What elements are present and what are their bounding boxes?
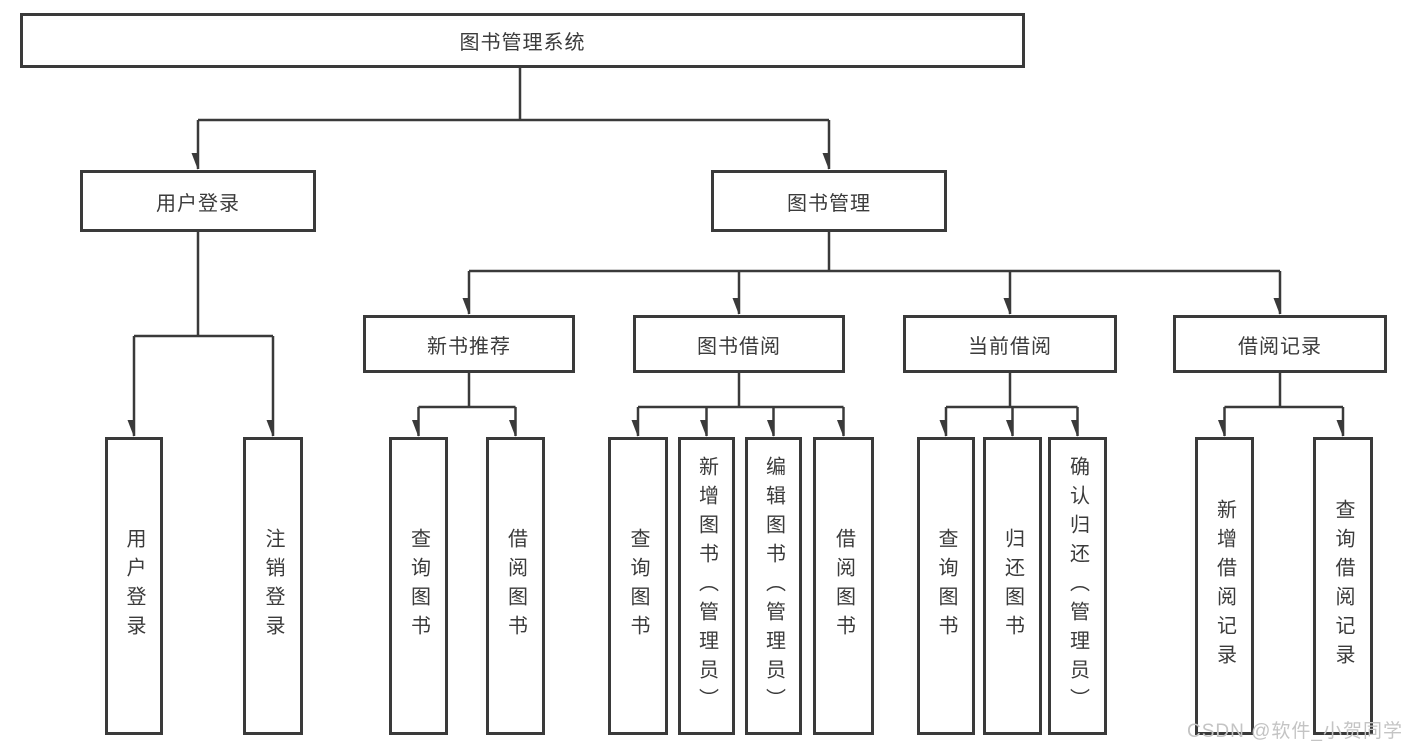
node-book-borrowing-label: 图书借阅 [697, 335, 781, 358]
leaf-cb-query-books: 查询图书 [917, 437, 975, 735]
connector-root-trunk [198, 68, 829, 122]
leaf-br-query-record: 查询借阅记录 [1313, 437, 1373, 735]
leaf-br-add-record-label: 新增借阅记录 [1213, 499, 1236, 673]
node-current-borrowing-label: 当前借阅 [968, 335, 1052, 358]
node-book-management-label: 图书管理 [787, 192, 871, 215]
node-new-book-recommend-label: 新书推荐 [427, 335, 511, 358]
connector-current-borrowing-trunk [946, 373, 1078, 409]
leaf-bb-edit-books-label: 编辑图书（管理员） [762, 455, 785, 717]
leaf-br-query-record-label: 查询借阅记录 [1332, 499, 1354, 673]
leaf-bb-add-books: 新增图书（管理员） [678, 437, 735, 735]
node-user-login-label: 用户登录 [156, 192, 240, 215]
node-system-label: 图书管理系统 [459, 32, 586, 54]
node-system: 图书管理系统 [20, 13, 1025, 68]
leaf-cb-return-books: 归还图书 [983, 437, 1042, 735]
leaf-nb-query-books: 查询图书 [389, 437, 448, 735]
node-new-book-recommend: 新书推荐 [363, 315, 575, 373]
node-book-borrowing: 图书借阅 [633, 315, 845, 373]
leaf-cb-return-books-label: 归还图书 [1001, 528, 1024, 644]
node-current-borrowing: 当前借阅 [903, 315, 1117, 373]
leaf-bb-borrow-books: 借阅图书 [813, 437, 874, 735]
leaf-cb-query-books-label: 查询图书 [935, 528, 957, 644]
leaf-logout: 注销登录 [243, 437, 303, 735]
connector-new-book-trunk [418, 373, 516, 409]
leaf-br-add-record: 新增借阅记录 [1195, 437, 1254, 735]
leaf-user-login-label: 用户登录 [123, 528, 145, 644]
leaf-bb-borrow-books-label: 借阅图书 [832, 528, 855, 644]
csdn-watermark: CSDN @软件_小贺同学 [1187, 721, 1403, 742]
leaf-bb-edit-books: 编辑图书（管理员） [745, 437, 802, 735]
leaf-user-login: 用户登录 [105, 437, 163, 735]
connector-book-management-trunk [469, 232, 1280, 273]
connector-book-borrowing-trunk [638, 373, 844, 409]
leaf-nb-borrow-books-label: 借阅图书 [504, 528, 527, 644]
leaf-logout-label: 注销登录 [262, 528, 284, 644]
node-book-management: 图书管理 [711, 170, 947, 232]
leaf-nb-query-books-label: 查询图书 [407, 528, 430, 644]
node-borrowing-records-label: 借阅记录 [1238, 335, 1322, 358]
connector-borrowing-records-trunk [1224, 373, 1343, 409]
leaf-bb-add-books-label: 新增图书（管理员） [695, 455, 718, 717]
leaf-bb-query-books: 查询图书 [608, 437, 668, 735]
node-user-login: 用户登录 [80, 170, 316, 232]
leaf-cb-confirm-return-label: 确认归还（管理员） [1066, 455, 1089, 717]
leaf-bb-query-books-label: 查询图书 [627, 528, 649, 644]
leaf-nb-borrow-books: 借阅图书 [486, 437, 545, 735]
leaf-cb-confirm-return: 确认归还（管理员） [1048, 437, 1107, 735]
connector-user-login-trunk [134, 232, 273, 338]
node-borrowing-records: 借阅记录 [1173, 315, 1387, 373]
